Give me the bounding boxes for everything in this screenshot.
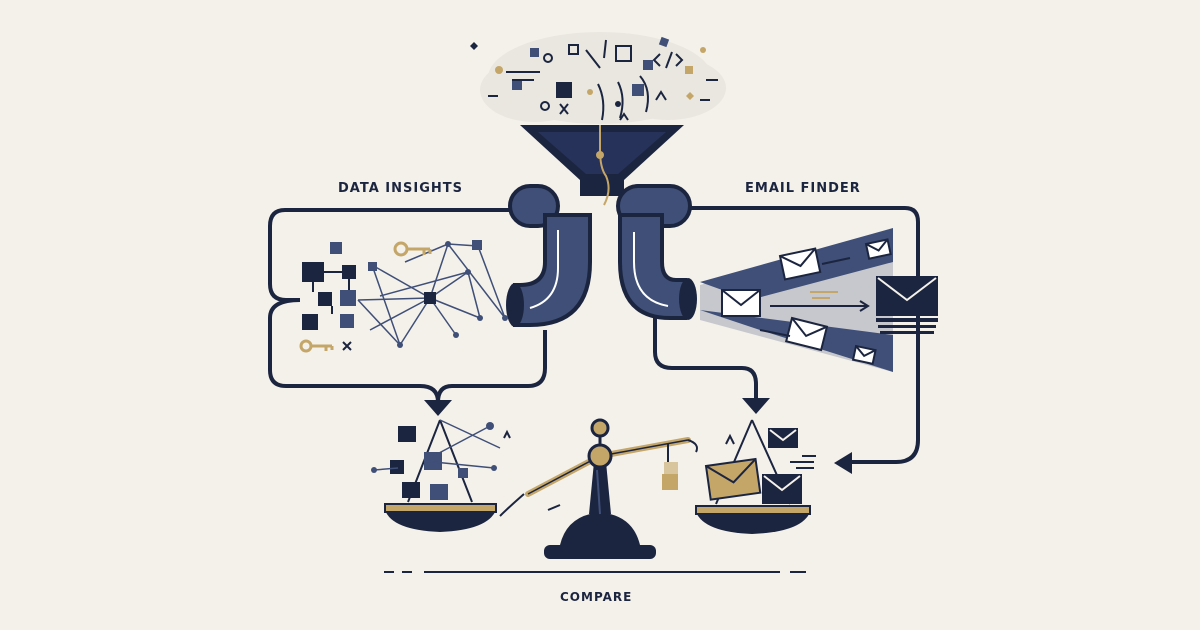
arrow-icon-left [424,400,452,416]
arrow-icon-right [742,398,770,414]
email-finder-label: EMAIL FINDER [745,181,861,196]
close-mark [342,341,352,351]
compare-label: COMPARE [560,590,633,604]
arrow-icon-return [834,452,852,474]
right-drop-line [653,318,758,402]
data-insights-label: DATA INSIGHTS [338,181,463,196]
pipe-icon-right [616,184,697,320]
balance-scale-icon [499,418,698,559]
envelope-icon-group [721,238,938,366]
data-cloud [470,32,726,124]
network-icon [302,240,508,348]
left-pan [371,419,511,532]
left-loop-line [268,298,440,410]
pipe-icon-left [506,184,592,327]
funnel-icon [520,125,684,206]
right-pan [695,419,816,534]
key-icon [299,241,432,353]
